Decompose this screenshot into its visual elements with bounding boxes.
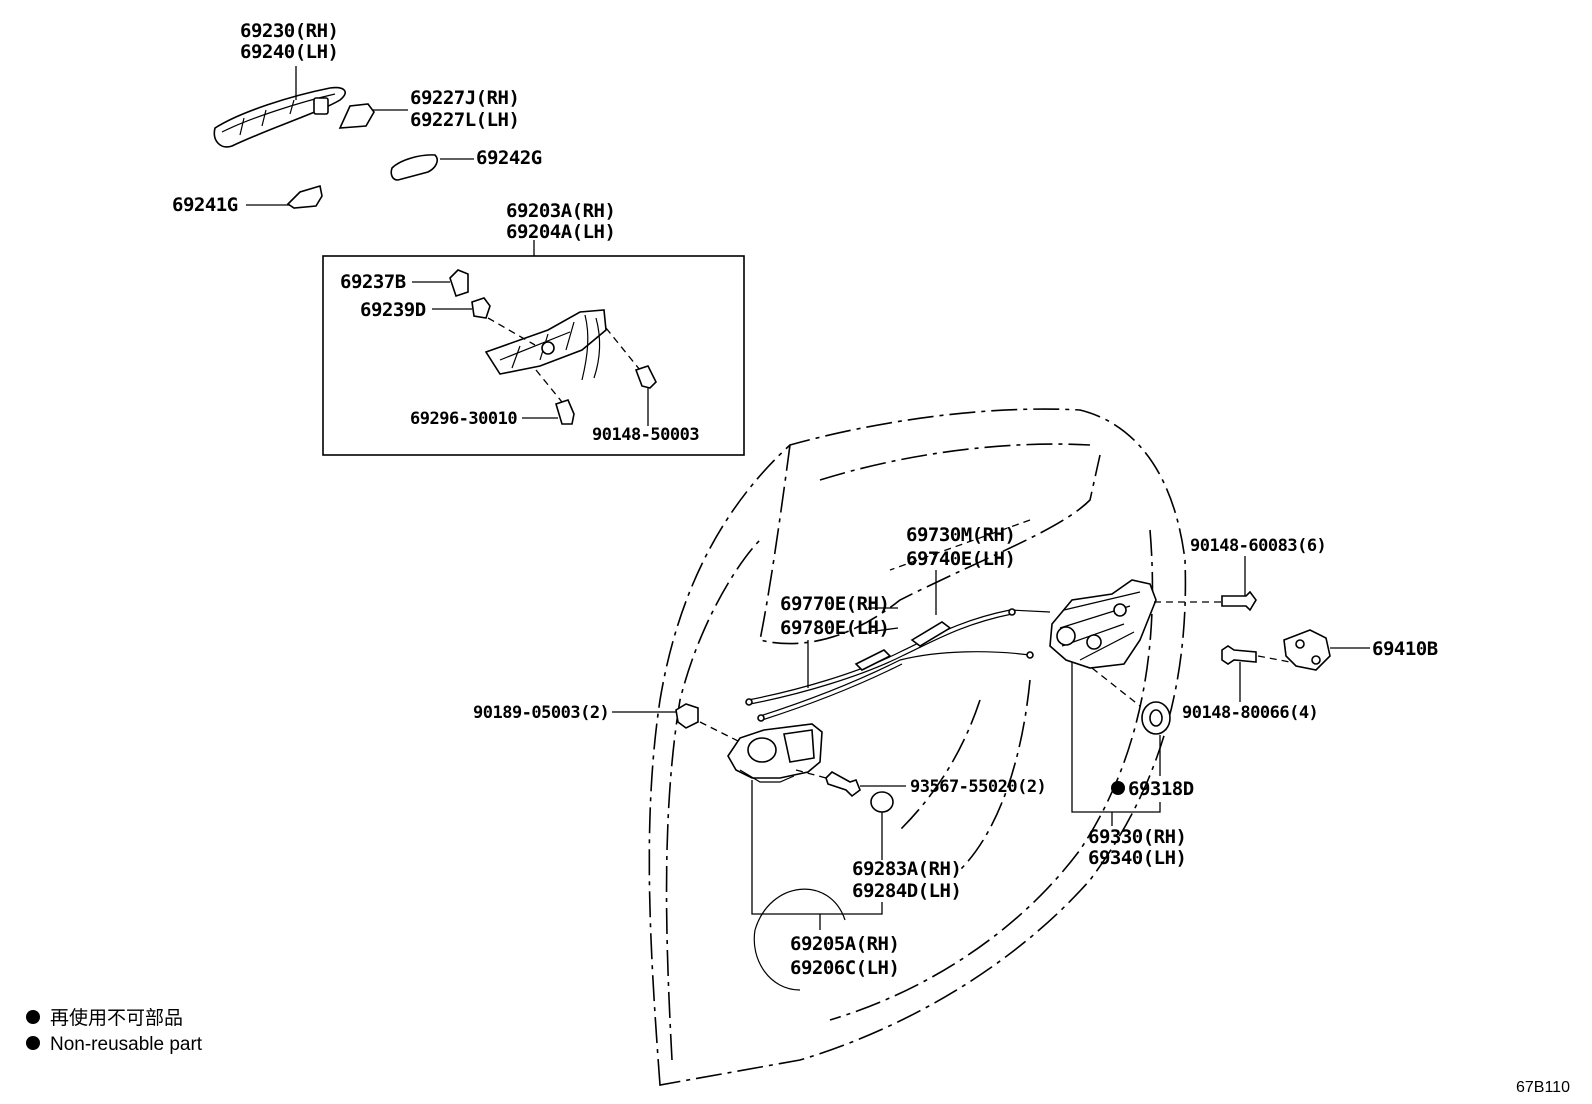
label-69240: 69240(LH) xyxy=(240,41,338,63)
handle-frame-part xyxy=(484,309,607,381)
label-90148-50003: 90148-50003 xyxy=(592,425,699,445)
label-69204A: 69204A(LH) xyxy=(506,221,615,243)
label-69296: 69296-30010 xyxy=(410,409,517,429)
diagram-code: 67B110 xyxy=(1516,1079,1570,1096)
door-lock-part xyxy=(1049,579,1157,669)
label-69410B: 69410B xyxy=(1372,638,1438,660)
label-69740E: 69740E(LH) xyxy=(906,548,1015,570)
label-69284D: 69284D(LH) xyxy=(852,880,961,902)
label-90148-80066: 90148-80066(4) xyxy=(1182,703,1318,723)
handle-frame-assembly-box xyxy=(322,255,745,456)
label-69239D: 69239D xyxy=(360,299,426,321)
handle-cover-part xyxy=(870,791,894,813)
handle-cap-part xyxy=(338,103,375,129)
label-69205A: 69205A(RH) xyxy=(790,933,899,955)
label-69237B: 69237B xyxy=(340,271,406,293)
inside-handle-part xyxy=(727,723,823,783)
label-69340: 69340(LH) xyxy=(1088,847,1186,869)
label-69241G: 69241G xyxy=(172,194,238,216)
bolt-69296-part xyxy=(555,399,575,425)
label-69230: 69230(RH) xyxy=(240,20,338,42)
clip-90189-part xyxy=(675,703,699,729)
label-69770E: 69770E(RH) xyxy=(780,593,889,615)
control-cables xyxy=(745,608,1051,722)
label-69318D: 69318D xyxy=(1128,778,1194,800)
label-93567: 93567-55020(2) xyxy=(910,777,1046,797)
label-69227L: 69227L(LH) xyxy=(410,109,519,131)
label-90148-60083: 90148-60083(6) xyxy=(1190,536,1326,556)
non-reusable-marker xyxy=(1111,781,1125,795)
screw-93567-part xyxy=(825,771,861,798)
label-69242G: 69242G xyxy=(476,147,542,169)
outside-handle-part xyxy=(213,86,346,148)
label-69780E: 69780E(LH) xyxy=(780,617,889,639)
legend: 再使用不可部品 Non-reusable part xyxy=(26,1007,203,1055)
striker-part xyxy=(1283,629,1331,671)
legend-jp: 再使用不可部品 xyxy=(50,1007,183,1029)
label-69283A: 69283A(RH) xyxy=(852,858,961,880)
label-69730M: 69730M(RH) xyxy=(906,524,1015,546)
bolt-90148-80066-part xyxy=(1221,645,1257,665)
bolt-90148-60083-part xyxy=(1221,590,1257,612)
label-69227J: 69227J(RH) xyxy=(410,87,519,109)
label-69203A: 69203A(RH) xyxy=(506,200,615,222)
door-outline xyxy=(648,408,1187,1086)
grommet-part xyxy=(471,297,491,319)
label-69206C: 69206C(LH) xyxy=(790,957,899,979)
label-90189: 90189-05003(2) xyxy=(473,703,609,723)
handle-pad-rear-part xyxy=(286,184,323,209)
clip-part xyxy=(449,269,469,298)
bolt-90148-50003-part xyxy=(634,365,657,389)
label-69330: 69330(RH) xyxy=(1088,826,1186,848)
legend-en: Non-reusable part xyxy=(50,1034,203,1055)
handle-pad-front-part xyxy=(390,154,438,181)
